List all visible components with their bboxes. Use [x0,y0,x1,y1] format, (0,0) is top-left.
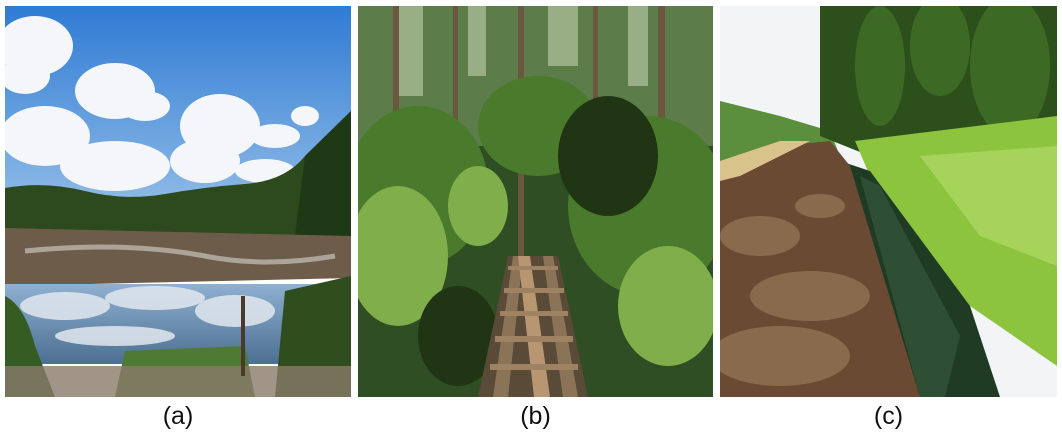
boardwalk [478,256,588,397]
lake-photo [5,6,351,397]
photo-panel-a [5,6,351,397]
tree-line [5,111,351,251]
mudflat [5,228,351,286]
photo-panel-b [358,6,713,397]
canal-photo [720,6,1057,397]
caption-a: (a) [162,402,194,430]
photo-panel-c [720,6,1057,397]
clouds [5,16,319,191]
caption-b: (b) [520,402,551,430]
forest-boardwalk-photo [358,6,713,397]
caption-c: (c) [873,402,904,430]
